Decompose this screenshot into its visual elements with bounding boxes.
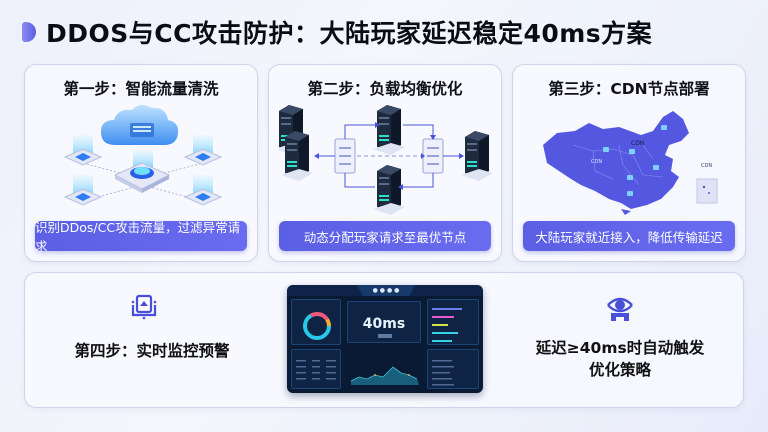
svg-text:CDN: CDN [631,140,644,147]
china-cdn-map: CDN CDN CDN [523,105,735,217]
auto-optimize-icon [603,291,637,325]
latency-donut-panel [291,299,341,345]
step-4-section: 第四步：实时监控预警 [25,273,275,409]
latency-value: 40ms [362,316,406,332]
svg-text:CDN: CDN [701,163,712,169]
trigger-line-1: 延迟≥40ms时自动触发 [535,339,705,357]
header: DDOS与CC攻击防护：大陆玩家延迟稳定40ms方案 [22,14,652,50]
step-card-3: 第三步：CDN节点部署 CDN CDN CDN 大陆玩家就近接入，降低传输延迟 [512,64,746,262]
dashboard-title: ● ● ● ● [357,285,415,296]
step-card-1: 第一步：智能流量清洗 识别D [24,64,258,262]
monitoring-card: 第四步：实时监控预警 ● ● ● ● 40ms [24,272,744,408]
latency-area-chart [347,347,423,391]
step-caption: 动态分配玩家请求至最优节点 [279,221,491,251]
trigger-line-2: 优化策略 [588,361,651,379]
page-title: DDOS与CC攻击防护：大陆玩家延迟稳定40ms方案 [46,19,653,48]
auto-trigger-section: 延迟≥40ms时自动触发 优化策略 [495,273,745,409]
monitoring-dashboard: ● ● ● ● 40ms [287,285,483,393]
step-title: 第一步：智能流量清洗 [63,80,219,98]
node-status-panel [427,299,479,345]
step-card-2: 第二步：负载均衡优化 [268,64,502,262]
cloud-scrubbing-illustration [35,104,247,217]
title-accent-icon [22,22,36,42]
step-caption: 识别DDos/CC攻击流量，过滤异常请求 [35,220,247,254]
step-caption: 大陆玩家就近接入，降低传输延迟 [523,221,735,251]
step-title: 第三步：CDN节点部署 [548,80,710,98]
step-title: 第二步：负载均衡优化 [307,80,463,98]
monitor-alert-icon [129,293,159,323]
latency-value-panel: 40ms [347,301,421,343]
svg-text:CDN: CDN [591,159,602,165]
load-balancer-illustration [275,105,493,217]
step-4-title: 第四步：实时监控预警 [74,342,230,360]
alert-list-panel [427,349,479,389]
stats-table-panel [291,349,341,389]
